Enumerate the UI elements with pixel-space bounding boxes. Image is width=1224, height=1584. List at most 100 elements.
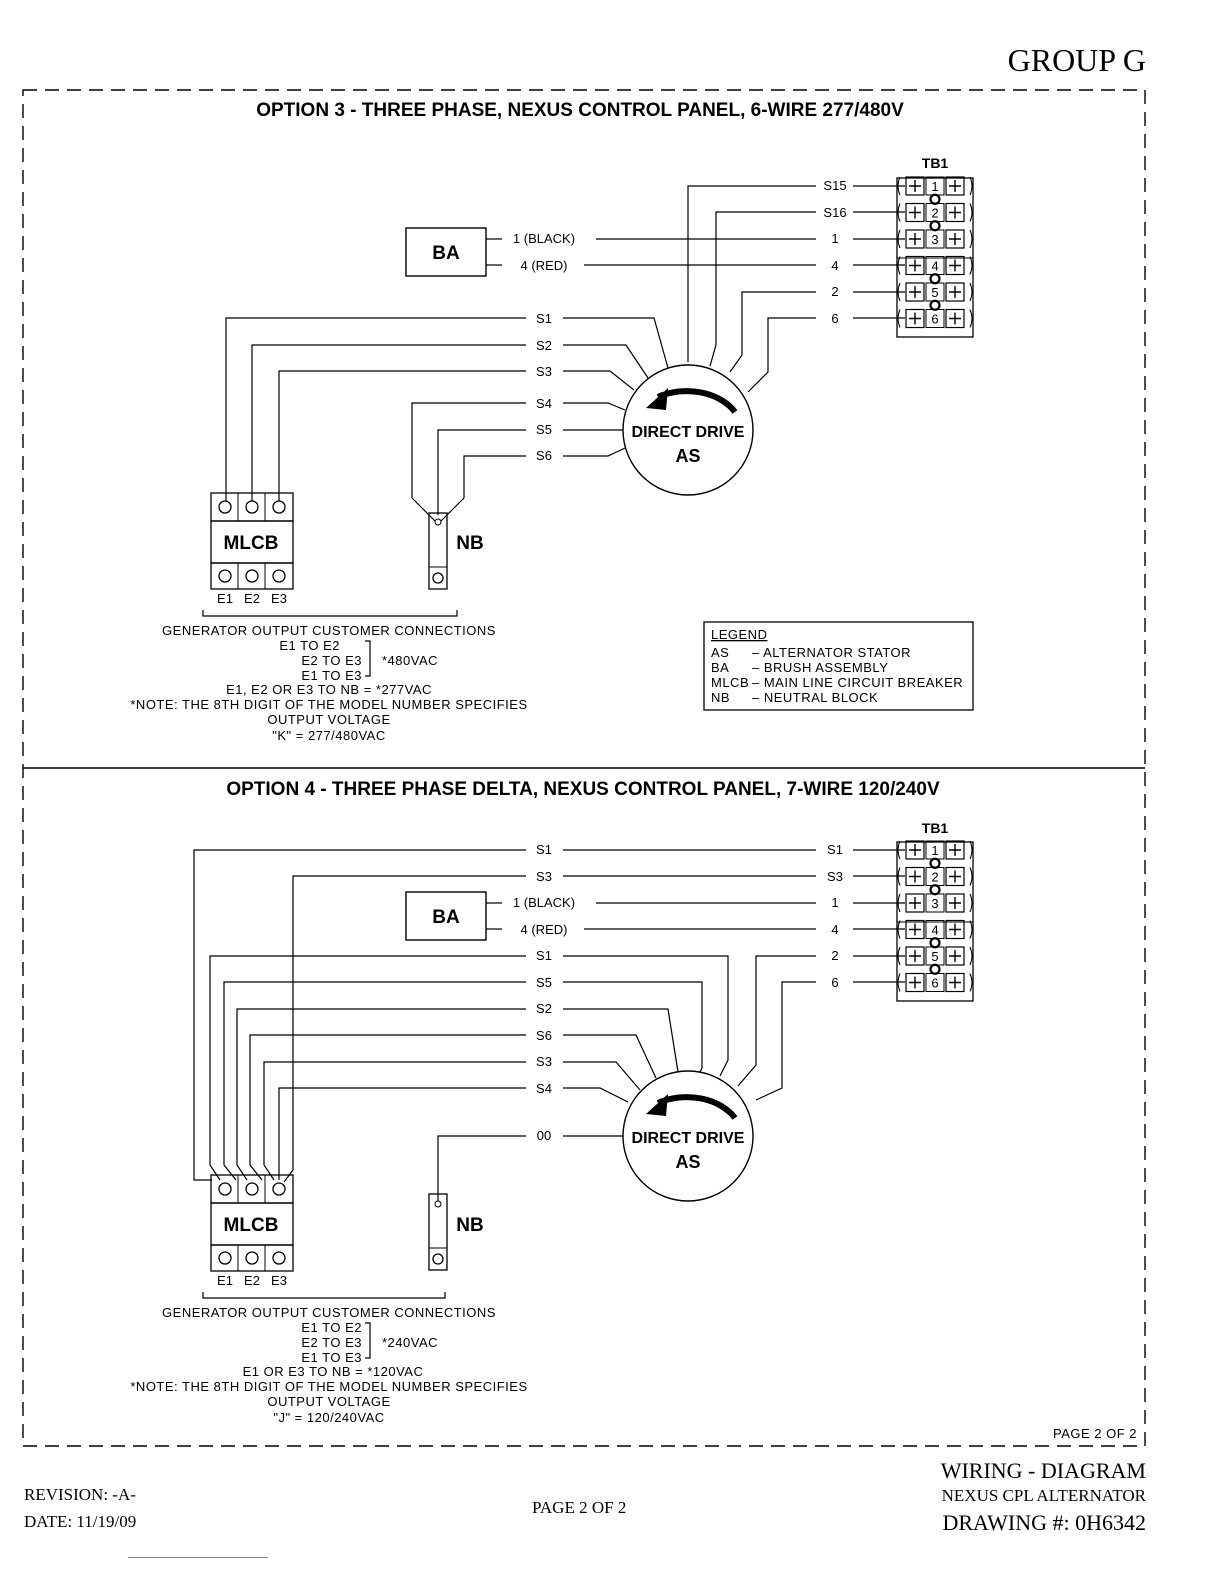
option3-title: OPTION 3 - THREE PHASE, NEXUS CONTROL PA… <box>256 100 904 121</box>
legend-title: LEGEND <box>711 627 767 642</box>
connection-nb-line: E1, E2 OR E3 TO NB = *277VAC <box>226 682 432 697</box>
tb3-jumper <box>929 220 941 232</box>
legend-desc-ba: – BRUSH ASSEMBLY <box>752 660 888 675</box>
connection4-note-3: "J" = 120/240VAC <box>273 1410 384 1425</box>
wire-label-2: 2 <box>831 284 838 299</box>
tb4-wire-s3: S3 <box>827 869 843 884</box>
legend-abbr-ba: BA <box>711 660 729 675</box>
option3-tb-wires: S15 S16 1 4 2 6 <box>584 178 905 393</box>
option4-stator: DIRECT DRIVE AS <box>622 1070 754 1202</box>
option4-nb-label: NB <box>456 1215 483 1236</box>
option3-connections: GENERATOR OUTPUT CUSTOMER CONNECTIONS E1… <box>130 610 527 743</box>
option4-connections: GENERATOR OUTPUT CUSTOMER CONNECTIONS E1… <box>130 1292 527 1425</box>
option4-stator-line2: AS <box>675 1152 700 1172</box>
stator4-wire-s2: S2 <box>536 1001 552 1016</box>
tb4-jumper <box>929 937 941 949</box>
tb3-terminal-number: 2 <box>931 206 938 221</box>
option4-title: OPTION 4 - THREE PHASE DELTA, NEXUS CONT… <box>226 779 940 800</box>
option4-ba-label: BA <box>432 907 460 928</box>
tb3-terminal-number: 6 <box>931 312 938 327</box>
legend-desc-nb: – NEUTRAL BLOCK <box>752 690 878 705</box>
connection-line-1: E1 TO E2 <box>279 638 340 653</box>
legend-abbr-mlcb: MLCB <box>711 675 749 690</box>
tb4-wire-6: 6 <box>831 975 838 990</box>
tb4-terminal-row: 6 <box>897 972 973 993</box>
mlcb4-terminal-e2: E2 <box>244 1273 260 1288</box>
ba-wire-red: 4 (RED) <box>521 258 568 273</box>
ba-wire-black: 1 (BLACK) <box>513 231 575 246</box>
tb3-terminal-row: 1 <box>897 176 973 196</box>
option4-terminal-block: TB1 1 2 3 4 5 6 <box>896 820 974 1002</box>
stator4-wire-s3: S3 <box>536 1054 552 1069</box>
connection4-line-3: E1 TO E3 <box>301 1350 362 1365</box>
connection4-line-1: E1 TO E2 <box>301 1320 362 1335</box>
connections-heading: GENERATOR OUTPUT CUSTOMER CONNECTIONS <box>162 623 496 638</box>
option3-tb-label: TB1 <box>922 155 949 171</box>
legend-desc-as: – ALTERNATOR STATOR <box>752 645 911 660</box>
tb3-jumper <box>929 193 941 205</box>
connection4-voltage: *240VAC <box>382 1335 438 1350</box>
tb4-terminal-row: 3 <box>897 893 973 913</box>
legend-abbr-as: AS <box>711 645 729 660</box>
stator-wire-s1: S1 <box>536 311 552 326</box>
footer-subtitle: NEXUS CPL ALTERNATOR <box>941 1486 1146 1505</box>
tb4-jumper <box>929 884 941 896</box>
mlcb-terminal-e2: E2 <box>244 591 260 606</box>
footer-link-line <box>128 1557 268 1558</box>
footer-date: DATE: 11/19/09 <box>24 1512 137 1531</box>
tb3-terminal-row: 3 <box>897 229 973 249</box>
stator-wire-s5: S5 <box>536 422 552 437</box>
option4-stator-wires: S1 S5 S2 S6 S3 S4 00 <box>209 948 729 1204</box>
stator4-wire-s1: S1 <box>536 948 552 963</box>
option4-neutral-block: NB <box>428 1193 484 1271</box>
ba4-wire-black: 1 (BLACK) <box>513 895 575 910</box>
tb3-terminal-row: 5 <box>897 282 973 302</box>
tb4-jumper <box>929 963 941 975</box>
connections4-heading: GENERATOR OUTPUT CUSTOMER CONNECTIONS <box>162 1305 496 1320</box>
top4-wire-s3: S3 <box>536 869 552 884</box>
option4-tb-label: TB1 <box>922 820 949 836</box>
tb3-terminal-number: 4 <box>931 259 938 274</box>
option4-tb-wires: S1 S3 1 4 2 6 <box>563 842 905 1101</box>
connection-voltage: *480VAC <box>382 653 438 668</box>
connection-line-2: E2 TO E3 <box>301 653 362 668</box>
wire-label-s15: S15 <box>823 178 846 193</box>
tb4-terminal-row: 1 <box>897 840 973 860</box>
page-border <box>22 89 1146 1447</box>
tb3-jumper <box>929 273 941 285</box>
tb4-terminal-number: 2 <box>931 870 938 885</box>
mlcb-terminal-e3: E3 <box>271 591 287 606</box>
tb4-terminal-row: 5 <box>897 946 973 966</box>
wire-label-s16: S16 <box>823 205 846 220</box>
connection-line-3: E1 TO E3 <box>301 668 362 683</box>
tb4-terminal-row: 2 <box>897 866 973 887</box>
tb4-terminal-number: 5 <box>931 949 938 964</box>
footer-revision: REVISION: -A- <box>24 1485 136 1504</box>
tb4-terminal-number: 1 <box>931 843 938 858</box>
tb3-terminal-number: 5 <box>931 285 938 300</box>
connection-note-1: *NOTE: THE 8TH DIGIT OF THE MODEL NUMBER… <box>130 697 527 712</box>
mlcb4-terminal-e1: E1 <box>217 1273 233 1288</box>
option3-terminal-block: TB1 1 2 3 4 5 6 <box>896 155 974 338</box>
tb3-terminal-row: 4 <box>897 255 973 276</box>
wire-label-1: 1 <box>831 231 838 246</box>
mlcb-terminal-e1: E1 <box>217 591 233 606</box>
option3-mlcb: MLCB E1 E2 E3 <box>210 492 294 606</box>
option4-mlcb: MLCB E1 E2 E3 <box>210 1174 294 1288</box>
legend-box: LEGEND AS – ALTERNATOR STATOR BA – BRUSH… <box>703 621 974 711</box>
connection4-line-2: E2 TO E3 <box>301 1335 362 1350</box>
footer-page: PAGE 2 OF 2 <box>532 1498 627 1517</box>
option3-neutral-block: NB <box>428 512 484 590</box>
tb4-terminal-number: 4 <box>931 923 938 938</box>
tb4-terminal-number: 3 <box>931 896 938 911</box>
tb4-terminal-number: 6 <box>931 976 938 991</box>
stator4-wire-s6: S6 <box>536 1028 552 1043</box>
wire-label-6: 6 <box>831 311 838 326</box>
tb3-terminal-row: 2 <box>897 202 973 223</box>
tb4-wire-s1: S1 <box>827 842 843 857</box>
stator-wire-s3: S3 <box>536 364 552 379</box>
wire-label-4: 4 <box>831 258 838 273</box>
inner-page-number: PAGE 2 OF 2 <box>1053 1426 1137 1441</box>
option3-nb-label: NB <box>456 533 483 554</box>
